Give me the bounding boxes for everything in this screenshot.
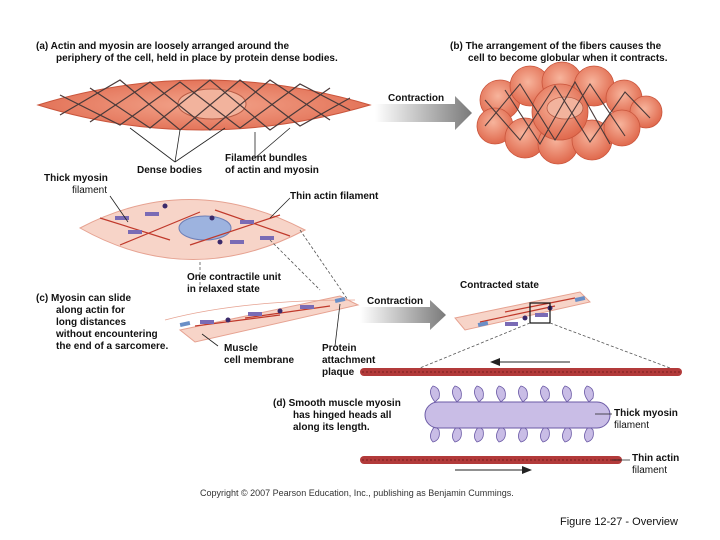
protein-plaque-line2: attachment [322,355,376,366]
direction-arrow-right [455,466,532,474]
thick-myosin-d-label: Thick myosin filament [614,408,678,432]
panel-d-line3: along its length. [293,422,370,433]
panel-b-tag: (b) [450,41,463,52]
direction-arrow-left [490,358,570,366]
filament-bundles-line2: of actin and myosin [225,165,319,176]
thick-myosin-d-line2: filament [614,420,650,431]
dense-bodies-label: Dense bodies [137,165,203,176]
protein-plaque-line1: Protein [322,343,357,354]
contracted-state-label: Contracted state [460,280,539,291]
panel-d-line2: has hinged heads all [293,410,392,421]
panel-c-line3: long distances [56,317,127,328]
filament-bundles-label: Filament bundles of actin and myosin [225,153,319,177]
thick-myosin-filament [424,385,611,443]
panel-a-tag: (a) [36,41,49,52]
contraction-arrow-top [375,96,472,130]
protein-plaque-label: Protein attachment plaque [322,343,375,379]
thick-myosin-d-line1: Thick myosin [614,408,678,419]
panel-c-line4: without encountering [56,329,158,340]
contractile-unit-line1: One contractile unit [187,272,281,283]
contractile-unit-line2: in relaxed state [187,284,260,295]
actin-filament-top [360,368,682,376]
contracted-unit [454,291,591,331]
muscle-membrane-line2: cell membrane [224,355,295,366]
panel-c-line1: Myosin can slide [51,293,132,304]
figure-caption: Figure 12-27 - Overview [560,516,678,528]
panel-a-caption: (a) Actin and myosin are loosely arrange… [36,41,376,65]
copyright-text: Copyright © 2007 Pearson Education, Inc.… [200,488,514,498]
panel-d-tag: (d) [273,398,286,409]
thick-myosin-line2: filament [72,185,108,196]
panel-b-caption: (b) The arrangement of the fibers causes… [450,41,715,65]
thin-actin-d-line2: filament [632,465,668,476]
contracted-cell [476,61,663,165]
thin-actin-label: Thin actin filament [290,191,379,202]
thick-myosin-label: Thick myosin filament [44,173,108,197]
muscle-membrane-label: Muscle cell membrane [224,343,294,367]
panel-b-line2: cell to become globular when it contract… [468,53,668,64]
contraction-label-c: Contraction [367,296,424,307]
thick-myosin-line1: Thick myosin [44,173,108,184]
thin-actin-d-label: Thin actin filament [632,453,679,477]
enlarged-cell [78,199,307,260]
muscle-membrane-line1: Muscle [224,343,258,354]
filament-bundles-line1: Filament bundles [225,153,308,164]
panel-c-line5: the end of a sarcomere. [56,341,169,352]
relaxed-cell [36,79,372,131]
thin-actin-d-line1: Thin actin [632,453,680,464]
panel-c-line2: along actin for [56,305,125,316]
panel-c-caption: (c) Myosin can slide along actin for lon… [36,293,196,353]
relaxed-contractile-unit [164,295,360,343]
actin-filament-bottom [360,456,622,464]
panel-c-tag: (c) [36,293,49,304]
protein-plaque-line3: plaque [322,367,355,378]
panel-a-line1: Actin and myosin are loosely arranged ar… [50,41,290,52]
contractile-unit-label: One contractile unit in relaxed state [187,272,281,296]
panel-d-line1: Smooth muscle myosin [288,398,401,409]
panel-a-line2: periphery of the cell, held in place by … [56,53,338,64]
panel-b-line1: The arrangement of the fibers causes the [465,41,662,52]
contraction-arrow-c [360,300,446,330]
contraction-label-top: Contraction [388,93,445,104]
panel-d-caption: (d) Smooth muscle myosin has hinged head… [273,398,423,434]
pointer-lines-a [129,127,291,163]
